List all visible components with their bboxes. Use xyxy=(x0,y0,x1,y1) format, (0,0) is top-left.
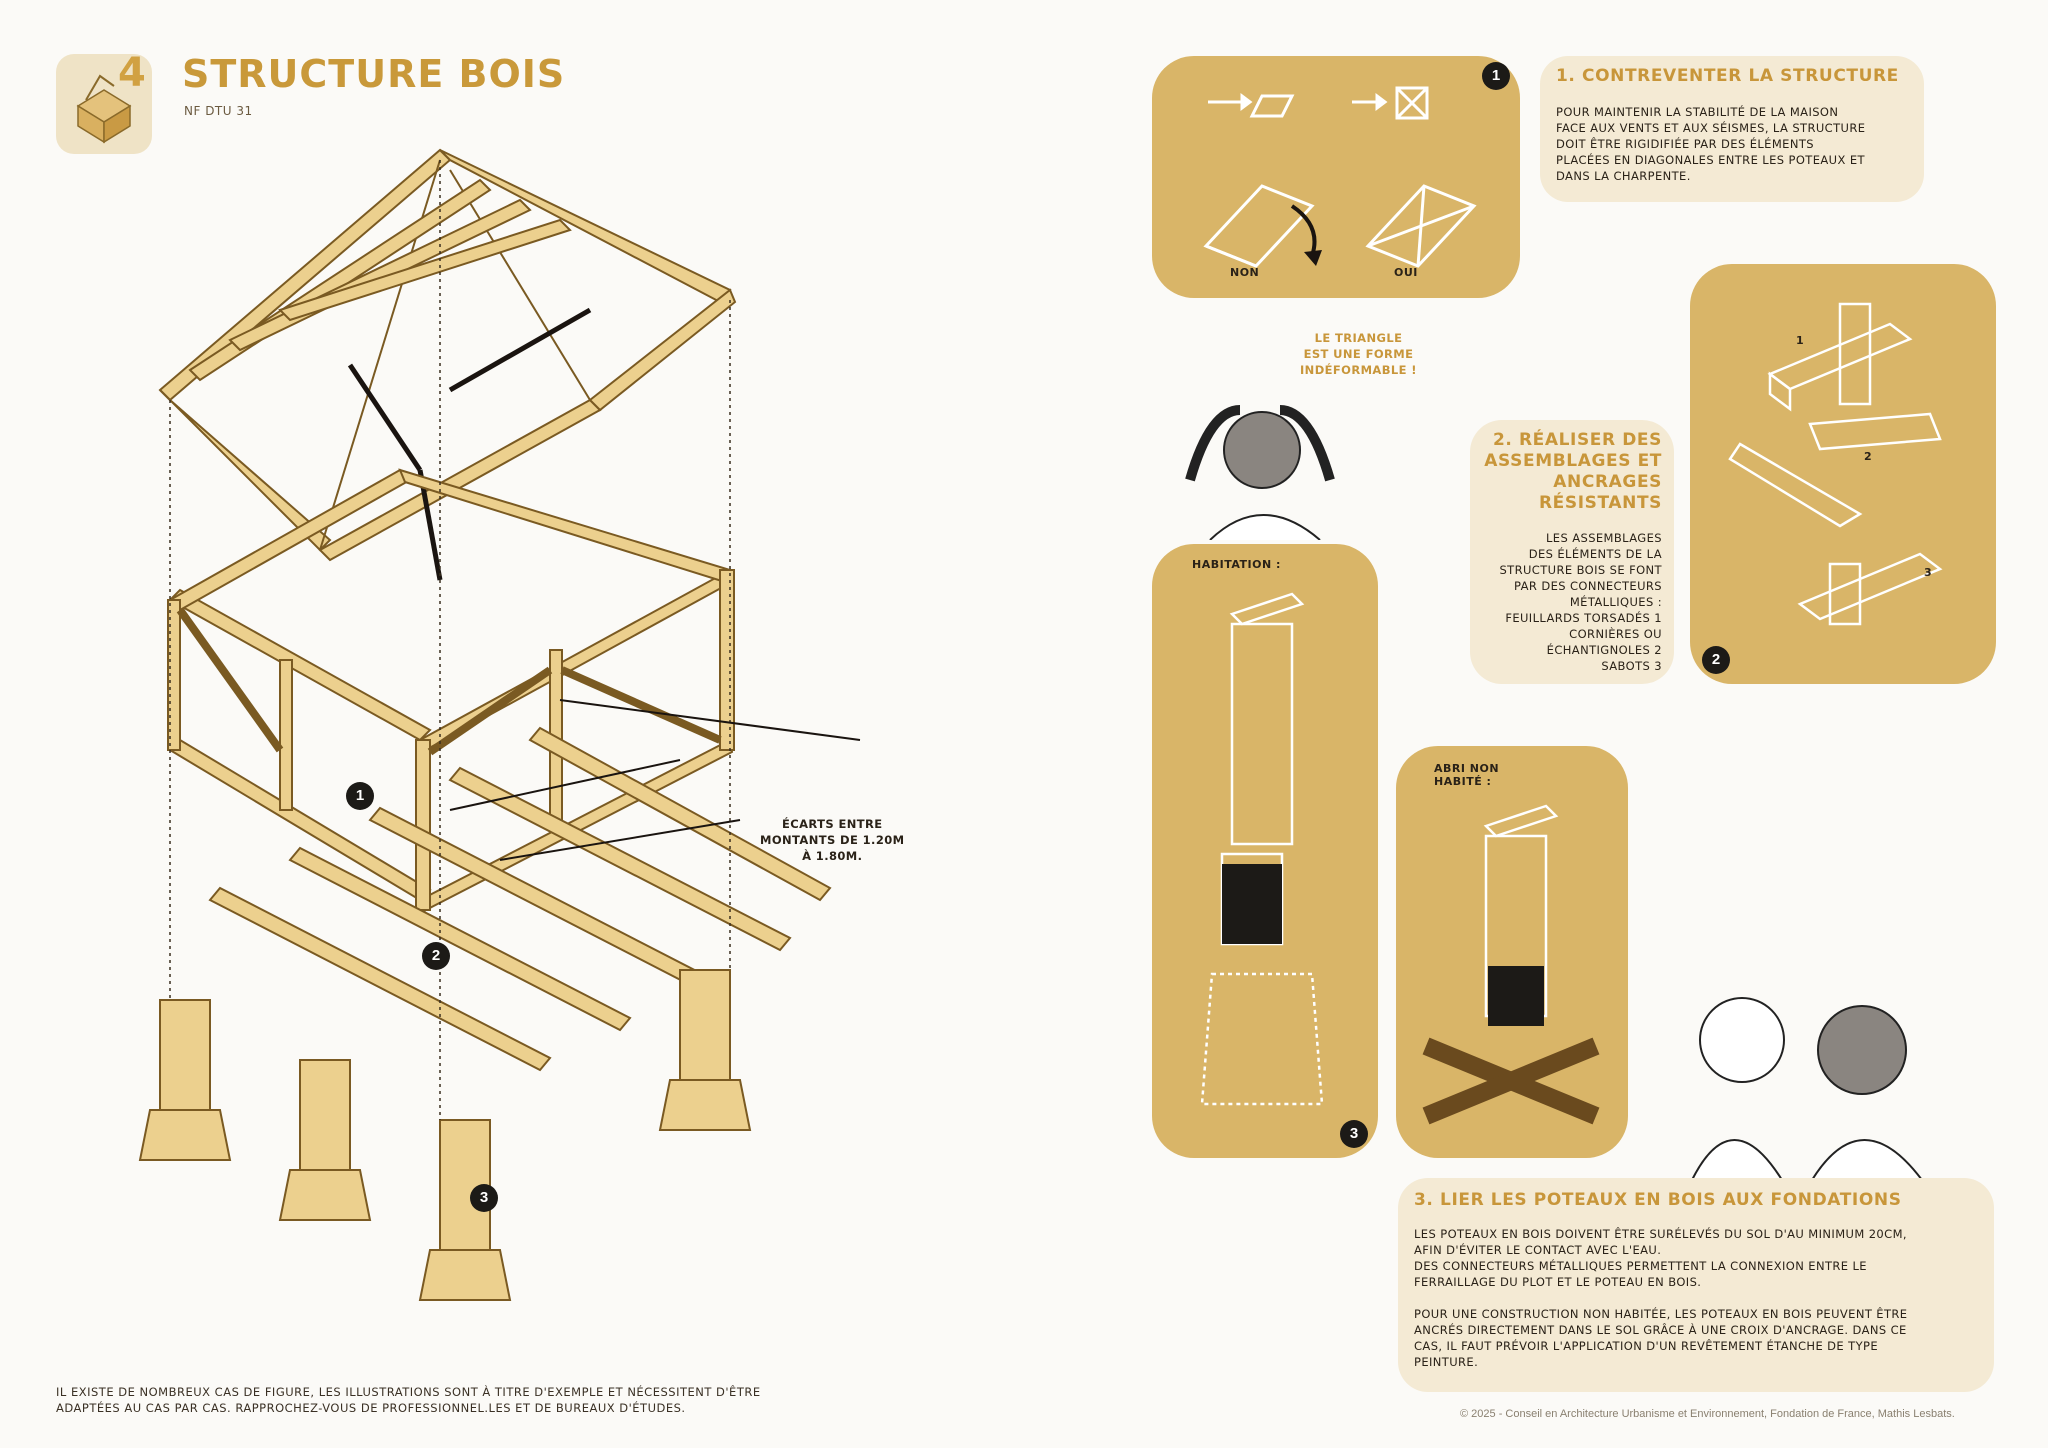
section-1-badge: 1 xyxy=(1482,62,1510,90)
copyright: © 2025 - Conseil en Architecture Urbanis… xyxy=(1460,1408,1955,1420)
section-3-text-box xyxy=(1398,1178,1994,1392)
man-illustration xyxy=(1185,405,1335,540)
page-title: STRUCTURE BOIS xyxy=(182,52,566,96)
abri-panel xyxy=(1396,746,1628,1158)
section-3-text: LES POTEAUX EN BOIS DOIVENT ÊTRE SURÉLEV… xyxy=(1414,1227,1908,1369)
house-frame-icon xyxy=(76,74,132,144)
women-illustration xyxy=(1691,997,1923,1180)
section-2-badge: 2 xyxy=(1702,646,1730,674)
footer-note: IL EXISTE DE NOMBREUX CAS DE FIGURE, LES… xyxy=(56,1385,761,1415)
section-1-text: POUR MAINTENIR LA STABILITÉ DE LA MAISON… xyxy=(1556,105,1866,183)
habitation-post-diagram xyxy=(1200,592,1324,1106)
page-subtitle: NF DTU 31 xyxy=(184,104,253,118)
callout-badge-3: 3 xyxy=(470,1184,498,1212)
bracing-panel xyxy=(1152,56,1520,298)
wood-frame-illustration xyxy=(138,148,861,1301)
callout-badge-1: 1 xyxy=(346,782,374,810)
section-3-badge: 3 xyxy=(1340,1120,1368,1148)
roof-trusses xyxy=(158,148,737,562)
detail-label-3: 3 xyxy=(1924,566,1933,579)
chapter-icon xyxy=(56,54,152,154)
wall-frame xyxy=(167,468,735,914)
bracing-diagram xyxy=(1203,86,1477,268)
speech-bubble: LE TRIANGLE EST UNE FORME INDÉFORMABLE ! xyxy=(1300,331,1417,377)
callout-badge-2: 2 xyxy=(422,942,450,970)
section-3-title: 3. LIER LES POTEAUX EN BOIS AUX FONDATIO… xyxy=(1414,1190,1902,1210)
detail-label-2: 2 xyxy=(1864,450,1873,463)
chapter-number: 4 xyxy=(118,50,147,96)
abri-label: ABRI NON HABITÉ : xyxy=(1434,762,1500,788)
section-2-title: 2. RÉALISER DES ASSEMBLAGES ET ANCRAGES … xyxy=(1484,430,1662,513)
spacing-note: ÉCARTS ENTRE MONTANTS DE 1.20m À 1.80m. xyxy=(760,817,905,863)
connectors-diagram xyxy=(1728,302,1943,626)
section-1-text-box xyxy=(1540,56,1924,202)
label-yes: OUI xyxy=(1394,266,1418,279)
foundation-posts xyxy=(138,969,752,1301)
habitation-label: HABITATION : xyxy=(1192,558,1281,571)
habitation-panel xyxy=(1152,544,1378,1158)
floor-joists xyxy=(208,726,832,1072)
label-no: NON xyxy=(1230,266,1260,279)
abri-post-diagram xyxy=(1422,804,1600,1125)
connectors-panel xyxy=(1690,264,1996,684)
section-2-text-box xyxy=(1470,420,1674,684)
section-1-title: 1. CONTREVENTER LA STRUCTURE xyxy=(1556,66,1899,86)
detail-label-1: 1 xyxy=(1796,334,1805,347)
section-2-text: LES ASSEMBLAGES DES ÉLÉMENTS DE LA STRUC… xyxy=(1499,531,1662,673)
